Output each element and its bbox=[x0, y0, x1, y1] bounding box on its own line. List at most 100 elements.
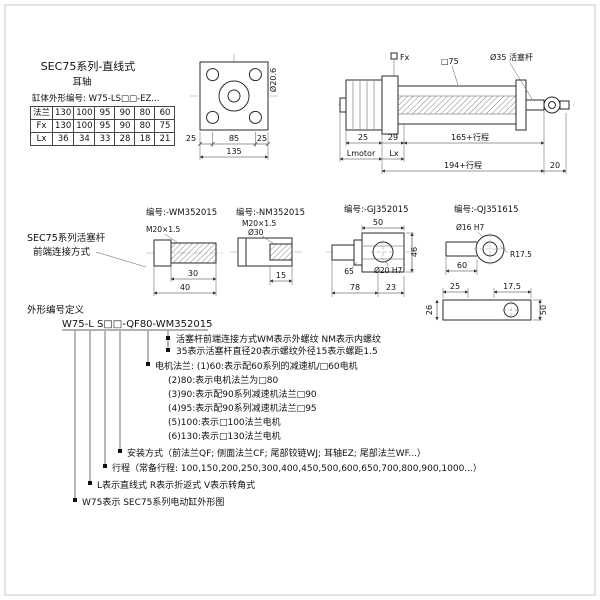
note-rod-digits: 35表示活塞杆直径20表示螺纹外径15表示螺距1.5 bbox=[176, 345, 378, 357]
flange-front-view: Ø20.6 25 85 25 135 bbox=[186, 54, 278, 160]
table-cell: 100 bbox=[73, 106, 96, 120]
dim-stroke-194: 194+行程 bbox=[444, 160, 482, 170]
row-label-lx: Lx bbox=[29, 132, 54, 146]
definition-title: 外形编号定义 bbox=[27, 304, 85, 316]
section-title-line2: 前端连接方式 bbox=[33, 246, 91, 258]
note-motor-flange: 电机法兰: (1)60:表示配60系列的减速机/□60电机 bbox=[155, 360, 358, 372]
gj-dim-78: 78 bbox=[350, 283, 360, 292]
dim-20: 20 bbox=[550, 161, 560, 170]
nm-dim-15: 15 bbox=[276, 271, 286, 280]
qj-dim-17-5: 17.5 bbox=[503, 282, 521, 291]
header-block: SEC75系列-直线式 耳轴 缸体外形编号: W75-LS□□-EZ... bbox=[32, 59, 159, 104]
gj-hole-label: Ø20 H7 bbox=[374, 266, 402, 275]
dim-lmotor: Lmotor bbox=[347, 149, 376, 158]
piston-rod bbox=[525, 96, 570, 114]
qj-dim-50: 50 bbox=[539, 305, 548, 315]
body-code-label: 缸体外形编号: W75-LS□□-EZ... bbox=[32, 93, 159, 104]
actuator-side-view: Fx □75 Ø35 活塞杆 25 29 165+行程 Lmotor Lx 19… bbox=[338, 52, 574, 174]
qj-dim-60: 60 bbox=[457, 261, 467, 270]
gj-dim-65: 65 bbox=[344, 267, 354, 276]
table-cell: 95 bbox=[94, 106, 116, 120]
bore-dimension: Ø20.6 bbox=[268, 68, 278, 92]
wm-dim-40: 40 bbox=[180, 283, 190, 292]
wm-connection-drawing: M20×1.5 30 40 bbox=[146, 225, 224, 296]
wm-code: 编号:-WM352015 bbox=[146, 207, 217, 218]
table-row: Lx 36 34 33 28 18 21 bbox=[29, 132, 176, 146]
table-cell: 28 bbox=[114, 132, 136, 146]
gj-connection-drawing: 50 46 65 Ø20 H7 78 23 bbox=[326, 218, 419, 297]
square-symbol-icon bbox=[390, 52, 398, 60]
table-cell: 75 bbox=[154, 119, 176, 133]
table-cell: 33 bbox=[94, 132, 116, 146]
table-cell: 130 bbox=[52, 119, 75, 133]
fx-label: Fx bbox=[400, 53, 410, 62]
note-stroke: 行程（常备行程: 100,150,200,250,300,400,450,500… bbox=[112, 462, 482, 474]
row-label-fx: Fx bbox=[29, 119, 54, 133]
table-cell: 36 bbox=[52, 132, 75, 146]
qj-dim-25: 25 bbox=[450, 282, 460, 291]
rod-callout: Ø35 活塞杆 bbox=[490, 52, 533, 100]
fx-flange-callout: Fx bbox=[390, 52, 410, 76]
page-border bbox=[4, 4, 596, 596]
body-size-callout: □75 bbox=[441, 57, 459, 86]
note-series: W75表示 SEC75系列电动缸外形图 bbox=[82, 496, 224, 508]
bolt-hole bbox=[248, 68, 262, 82]
flange-size-table: 法兰 130 100 95 90 80 60 Fx 130 100 95 90 … bbox=[29, 106, 176, 146]
table-cell: 90 bbox=[114, 119, 136, 133]
bolt-hole bbox=[248, 110, 262, 124]
row-label-flange: 法兰 bbox=[29, 106, 54, 120]
table-cell: 90 bbox=[114, 106, 136, 120]
qj-hole-label: Ø16 H7 bbox=[456, 223, 484, 232]
bolt-hole bbox=[206, 68, 220, 82]
gj-code: 编号:-GJ352015 bbox=[344, 204, 408, 215]
qj-radius-label: R17.5 bbox=[510, 250, 532, 259]
table-cell: 95 bbox=[94, 119, 116, 133]
trunnion-label: 耳轴 bbox=[72, 76, 91, 88]
gj-dim-46: 46 bbox=[410, 247, 419, 257]
dim-29: 29 bbox=[388, 133, 398, 142]
dim-25: 25 bbox=[358, 133, 368, 142]
gj-dim-50: 50 bbox=[373, 218, 383, 227]
table-cell: 34 bbox=[73, 132, 96, 146]
flange-dim-right: 25 bbox=[257, 134, 267, 143]
table-cell: 21 bbox=[154, 132, 176, 146]
wm-thread-label: M20×1.5 bbox=[146, 225, 180, 234]
note-flange-95: (4)95:表示配90系列减速机法兰□95 bbox=[168, 402, 317, 414]
model-definition-section: 外形编号定义 W75-L S□□-QF80-WM352015 活塞杆前端连接方式… bbox=[27, 304, 482, 508]
gj-dim-23: 23 bbox=[386, 283, 396, 292]
flange-dim-mid: 85 bbox=[229, 134, 239, 143]
nm-bore-label: Ø30 bbox=[248, 228, 264, 237]
dim-stroke-165: 165+行程 bbox=[451, 132, 489, 142]
series-title: SEC75系列-直线式 bbox=[41, 59, 136, 73]
table-cell: 60 bbox=[154, 106, 176, 120]
flange-dim-total: 135 bbox=[226, 147, 241, 156]
nm-code: 编号:-NM352015 bbox=[236, 207, 305, 218]
bolt-hole bbox=[206, 110, 220, 124]
note-flange-130: (6)130:表示□130法兰电机 bbox=[168, 430, 281, 442]
qj-dim-26: 26 bbox=[425, 305, 434, 315]
note-flange-100: (5)100:表示□100法兰电机 bbox=[168, 416, 281, 428]
note-mounting: 安装方式（前法兰QF; 侧面法兰CF; 尾部铰链WJ; 耳轴EZ; 尾部法兰WF… bbox=[127, 447, 426, 459]
nm-connection-drawing: M20×1.5 Ø30 15 bbox=[230, 219, 302, 285]
wm-dim-30: 30 bbox=[188, 269, 198, 278]
note-rod-connection: 活塞杆前端连接方式WM表示外螺纹 NM表示内螺纹 bbox=[176, 333, 381, 345]
note-flange-90: (3)90:表示配90系列减速机法兰□90 bbox=[168, 388, 317, 400]
table-row: 法兰 130 100 95 90 80 60 bbox=[29, 106, 176, 120]
connection-section-label: SEC75系列活塞杆 前端连接方式 bbox=[27, 232, 147, 268]
model-number: W75-L S□□-QF80-WM352015 bbox=[62, 319, 212, 330]
table-cell: 80 bbox=[134, 119, 156, 133]
table-row: Fx 130 100 95 90 80 75 bbox=[29, 119, 176, 133]
cylinder-body bbox=[397, 85, 517, 125]
table-cell: 130 bbox=[52, 106, 75, 120]
flange-dim-left: 25 bbox=[186, 134, 196, 143]
body-size-label: □75 bbox=[441, 57, 459, 66]
qj-connection-drawing: Ø16 H7 R17.5 60 25 17.5 50 26 bbox=[425, 223, 548, 321]
front-flange bbox=[515, 79, 527, 131]
note-style: L表示直线式 R表示折返式 V表示转角式 bbox=[97, 479, 255, 491]
section-title-line1: SEC75系列活塞杆 bbox=[27, 232, 106, 244]
nm-thread-label: M20×1.5 bbox=[242, 219, 276, 228]
table-cell: 80 bbox=[134, 106, 156, 120]
rod-label: Ø35 活塞杆 bbox=[490, 52, 533, 62]
